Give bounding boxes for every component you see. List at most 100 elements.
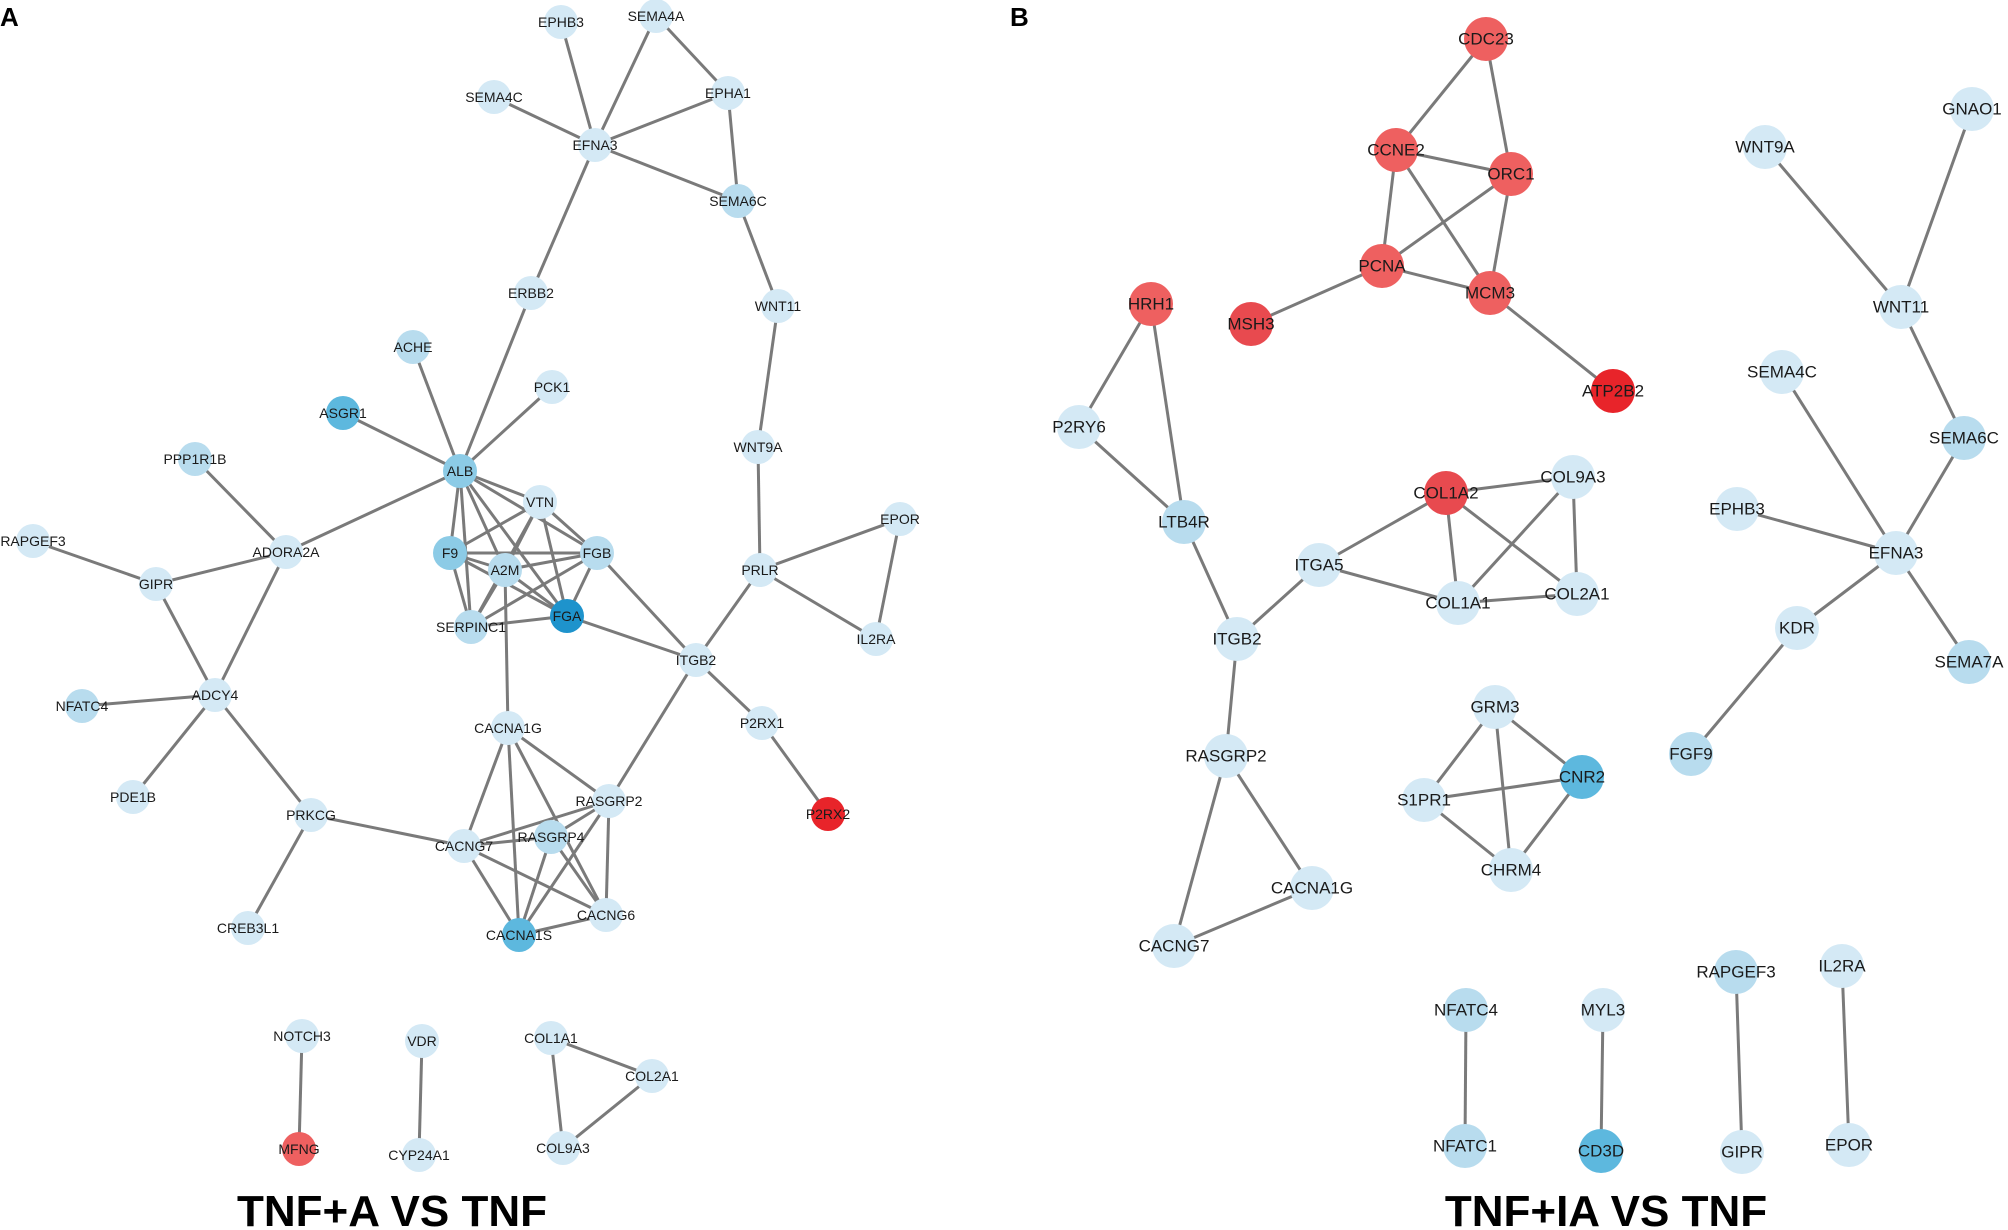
node-mcm3[interactable]: MCM3 (1465, 271, 1515, 315)
node-label: A2M (491, 562, 520, 578)
node-rasgrp2[interactable]: RASGRP2 (1185, 734, 1267, 778)
node-sema6c[interactable]: SEMA6C (709, 184, 767, 218)
node-sema4a[interactable]: SEMA4A (628, 0, 685, 33)
node-cacna1g[interactable]: CACNA1G (1271, 866, 1353, 910)
node-fgf9[interactable]: FGF9 (1669, 732, 1713, 776)
node-il2ra[interactable]: IL2RA (857, 622, 897, 656)
node-sema4c[interactable]: SEMA4C (1747, 350, 1817, 394)
node-il2ra[interactable]: IL2RA (1818, 944, 1866, 988)
node-s1pr1[interactable]: S1PR1 (1397, 778, 1451, 822)
node-atp2b2[interactable]: ATP2B2 (1582, 369, 1644, 413)
node-fga[interactable]: FGA (550, 599, 584, 633)
node-wnt11[interactable]: WNT11 (755, 289, 802, 323)
node-chrm4[interactable]: CHRM4 (1481, 848, 1541, 892)
node-rasgrp4[interactable]: RASGRP4 (518, 820, 585, 854)
node-pck1[interactable]: PCK1 (534, 370, 571, 404)
node-pcna[interactable]: PCNA (1358, 244, 1406, 288)
node-epor[interactable]: EPOR (1825, 1123, 1873, 1167)
node-efna3[interactable]: EFNA3 (572, 128, 618, 162)
node-cnr2[interactable]: CNR2 (1559, 755, 1605, 799)
node-sema7a[interactable]: SEMA7A (1935, 640, 2005, 684)
node-cacna1g[interactable]: CACNA1G (474, 711, 542, 745)
node-epha1[interactable]: EPHA1 (705, 76, 751, 110)
node-a2m[interactable]: A2M (488, 553, 522, 587)
node-asgr1[interactable]: ASGR1 (319, 396, 367, 430)
node-prlr[interactable]: PRLR (741, 553, 779, 587)
edge-nfatc4-adcy4 (81, 693, 216, 708)
node-mfng[interactable]: MFNG (278, 1132, 320, 1166)
node-wnt11[interactable]: WNT11 (1873, 285, 1929, 329)
node-rapgef3[interactable]: RAPGEF3 (0, 524, 66, 558)
node-adora2a[interactable]: ADORA2A (253, 535, 321, 569)
node-itgb2[interactable]: ITGB2 (1212, 617, 1262, 661)
node-cacna1s[interactable]: CACNA1S (486, 918, 552, 952)
node-alb[interactable]: ALB (443, 454, 477, 488)
edge-epor-il2ra (874, 518, 902, 640)
node-sema6c[interactable]: SEMA6C (1929, 416, 1999, 460)
node-cdc23[interactable]: CDC23 (1458, 17, 1514, 61)
node-itga5[interactable]: ITGA5 (1294, 543, 1344, 587)
node-circle (1874, 531, 1918, 575)
node-gnao1[interactable]: GNAO1 (1942, 87, 2002, 131)
node-gipr[interactable]: GIPR (1720, 1130, 1764, 1174)
node-col1a1[interactable]: COL1A1 (524, 1021, 578, 1055)
node-ephb3[interactable]: EPHB3 (1709, 487, 1765, 531)
node-cacng6[interactable]: CACNG6 (577, 898, 636, 932)
node-cacng7[interactable]: CACNG7 (1139, 924, 1210, 968)
node-epor[interactable]: EPOR (880, 502, 920, 536)
node-vtn[interactable]: VTN (523, 485, 557, 519)
node-p2rx2[interactable]: P2RX2 (806, 797, 851, 831)
node-prkcg[interactable]: PRKCG (286, 798, 336, 832)
node-ccne2[interactable]: CCNE2 (1367, 128, 1425, 172)
node-circle (326, 396, 360, 430)
node-grm3[interactable]: GRM3 (1470, 685, 1520, 729)
node-hrh1[interactable]: HRH1 (1128, 282, 1174, 326)
node-col1a2[interactable]: COL1A2 (1413, 471, 1479, 515)
node-efna3[interactable]: EFNA3 (1869, 531, 1924, 575)
node-label: CACNA1S (486, 927, 552, 943)
node-msh3[interactable]: MSH3 (1227, 302, 1275, 346)
node-myl3[interactable]: MYL3 (1581, 988, 1625, 1032)
node-nfatc1[interactable]: NFATC1 (1433, 1124, 1497, 1168)
node-col1a1[interactable]: COL1A1 (1425, 581, 1491, 625)
node-ache[interactable]: ACHE (394, 330, 433, 364)
node-fgb[interactable]: FGB (580, 536, 614, 570)
node-pde1b[interactable]: PDE1B (110, 780, 156, 814)
node-f9[interactable]: F9 (433, 536, 467, 570)
node-circle (534, 1021, 568, 1055)
node-wnt9a[interactable]: WNT9A (1735, 125, 1795, 169)
node-p2ry6[interactable]: P2RY6 (1052, 405, 1106, 449)
node-wnt9a[interactable]: WNT9A (734, 430, 784, 464)
node-cd3d[interactable]: CD3D (1578, 1129, 1624, 1173)
node-erbb2[interactable]: ERBB2 (508, 276, 554, 310)
node-gipr[interactable]: GIPR (139, 567, 173, 601)
node-col2a1[interactable]: COL2A1 (1544, 572, 1610, 616)
node-cacng7[interactable]: CACNG7 (435, 829, 494, 863)
node-col2a1[interactable]: COL2A1 (625, 1059, 679, 1093)
node-nfatc4[interactable]: NFATC4 (1434, 988, 1498, 1032)
node-itgb2[interactable]: ITGB2 (676, 643, 717, 677)
node-col9a3[interactable]: COL9A3 (1540, 455, 1606, 499)
edge-itgb2-rasgrp2 (607, 659, 698, 802)
node-label: SEMA4C (465, 89, 523, 105)
node-rapgef3[interactable]: RAPGEF3 (1696, 950, 1776, 994)
node-p2rx1[interactable]: P2RX1 (740, 706, 785, 740)
node-nfatc4[interactable]: NFATC4 (56, 689, 109, 723)
node-vdr[interactable]: VDR (405, 1024, 439, 1058)
node-circle (178, 442, 212, 476)
node-cyp24a1[interactable]: CYP24A1 (388, 1138, 450, 1172)
node-kdr[interactable]: KDR (1775, 606, 1819, 650)
node-ephb3[interactable]: EPHB3 (538, 5, 584, 39)
node-serpinc1[interactable]: SERPINC1 (436, 610, 506, 644)
node-label: COL1A1 (524, 1030, 578, 1046)
node-ltb4r[interactable]: LTB4R (1158, 500, 1210, 544)
edge-rasgrp2-cacna1s (517, 800, 611, 936)
node-notch3[interactable]: NOTCH3 (273, 1019, 331, 1053)
node-adcy4[interactable]: ADCY4 (192, 678, 239, 712)
node-orc1[interactable]: ORC1 (1487, 152, 1535, 196)
node-ppp1r1b[interactable]: PPP1R1B (163, 442, 227, 476)
node-rasgrp2[interactable]: RASGRP2 (576, 784, 643, 818)
node-col9a3[interactable]: COL9A3 (536, 1131, 590, 1165)
node-creb3l1[interactable]: CREB3L1 (217, 911, 279, 945)
node-sema4c[interactable]: SEMA4C (465, 80, 523, 114)
